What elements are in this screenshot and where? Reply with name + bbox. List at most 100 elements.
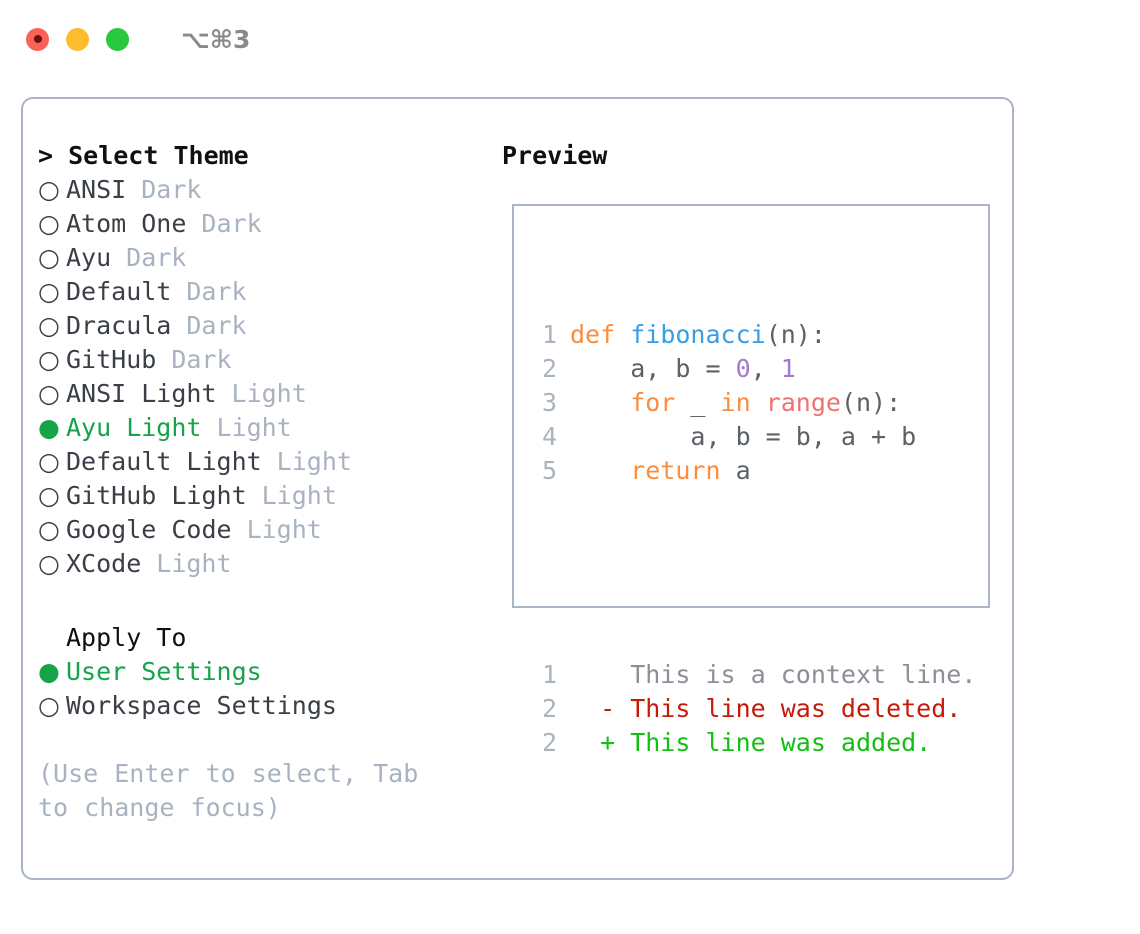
theme-option-label: GitHub Light [66,481,247,510]
diff-line-number: 2 [541,728,557,757]
theme-option-github[interactable]: ○GitHub Dark [38,343,488,377]
diff-line-text-del: - This line was deleted. [570,694,962,723]
select-theme-header: > Select Theme [38,141,249,170]
code-line-number: 2 [541,354,557,383]
radio-unselected-icon: ○ [38,379,60,408]
code-token-var: a [735,456,751,485]
theme-option-ayu[interactable]: ○Ayu Dark [38,241,488,275]
radio-unselected-icon: ○ [38,277,60,306]
code-token-pun: , [750,354,781,383]
radio-unselected-icon: ○ [38,209,60,238]
preview-header: Preview [502,141,608,170]
theme-option-google-code[interactable]: ○Google Code Light [38,513,488,547]
diff-line: 1 This is a context line. [529,658,976,692]
code-line-number: 1 [541,320,557,349]
code-token-var: a, b = [570,354,736,383]
radio-unselected-icon: ○ [38,515,60,544]
diff-line: 2 - This line was deleted. [529,692,976,726]
theme-option-label: Dracula [66,311,172,340]
theme-option-label: Ayu [66,243,112,272]
theme-option-label: ANSI Light [66,379,217,408]
radio-unselected-icon: ○ [38,549,60,578]
radio-unselected-icon: ○ [38,175,60,204]
apply-option-workspace-settings[interactable]: ○Workspace Settings [38,689,488,723]
theme-option-label: Default [66,277,172,306]
diff-lines: 1 This is a context line.2 - This line w… [529,658,976,760]
code-line-number: 4 [541,422,557,451]
theme-option-kind: Dark [126,243,187,272]
code-line: 2 a, b = 0, 1 [529,352,976,386]
theme-option-label: Atom One [66,209,187,238]
radio-selected-icon: ● [38,413,60,442]
diff-line-number: 2 [541,694,557,723]
theme-option-kind: Light [246,515,322,544]
code-line-text: for _ in range(n): [570,386,901,420]
code-line-number: 5 [541,456,557,485]
theme-option-ansi[interactable]: ○ANSI Dark [38,173,488,207]
code-token-kw: return [570,456,736,485]
theme-option-label: GitHub [66,345,157,374]
code-line-text: a, b = b, a + b [570,420,916,454]
code-line-text: a, b = 0, 1 [570,352,796,386]
theme-option-kind: Light [261,481,337,510]
theme-option-label: ANSI [66,175,127,204]
maximize-button[interactable] [106,27,129,51]
code-token-num: 0 [735,354,751,383]
code-token-fn: fibonacci [630,320,766,349]
diff-line-text-ctx: This is a context line. [570,660,977,689]
hint-gap [38,723,488,757]
minimize-button[interactable] [66,27,89,51]
radio-unselected-icon: ○ [38,481,60,510]
theme-option-kind: Light [156,549,232,578]
theme-option-label: Default Light [66,447,262,476]
apply-to-list: ●User Settings○Workspace Settings [38,655,488,723]
theme-option-kind: Dark [201,209,262,238]
radio-unselected-icon: ○ [38,311,60,340]
code-line: 5 return a [529,454,976,488]
diff-line: 2 + This line was added. [529,726,976,760]
keyboard-shortcut-label: ⌥⌘3 [181,24,251,54]
code-token-kw: for [570,388,691,417]
radio-unselected-icon: ○ [38,345,60,374]
theme-option-kind: Light [231,379,307,408]
code-line-text: def fibonacci(n): [570,318,826,352]
theme-option-github-light[interactable]: ○GitHub Light Light [38,479,488,513]
theme-option-ansi-light[interactable]: ○ANSI Light Light [38,377,488,411]
radio-selected-icon: ● [38,657,60,686]
theme-option-kind: Dark [171,345,232,374]
code-token-var: _ [690,388,721,417]
code-line-number: 3 [541,388,557,417]
theme-option-atom-one[interactable]: ○Atom One Dark [38,207,488,241]
code-blank-line [529,556,976,590]
recording-indicator-icon [33,35,42,43]
apply-option-label: User Settings [66,657,262,686]
theme-option-kind: Dark [141,175,202,204]
code-line: 3 for _ in range(n): [529,386,976,420]
apply-option-label: Workspace Settings [66,691,337,720]
window-controls [26,27,129,51]
theme-option-kind: Light [276,447,352,476]
apply-option-user-settings[interactable]: ●User Settings [38,655,488,689]
theme-option-label: Google Code [66,515,232,544]
theme-option-label: Ayu Light [66,413,202,442]
radio-unselected-icon: ○ [38,243,60,272]
code-line: 1 def fibonacci(n): [529,318,976,352]
code-token-kw: in [720,388,766,417]
code-token-pun: (n): [765,320,826,349]
close-button[interactable] [26,27,49,51]
code-token-kw: def [570,320,631,349]
section-gap [38,581,488,621]
code-token-call: range [765,388,841,417]
code-line: 4 a, b = b, a + b [529,420,976,454]
radio-unselected-icon: ○ [38,691,60,720]
